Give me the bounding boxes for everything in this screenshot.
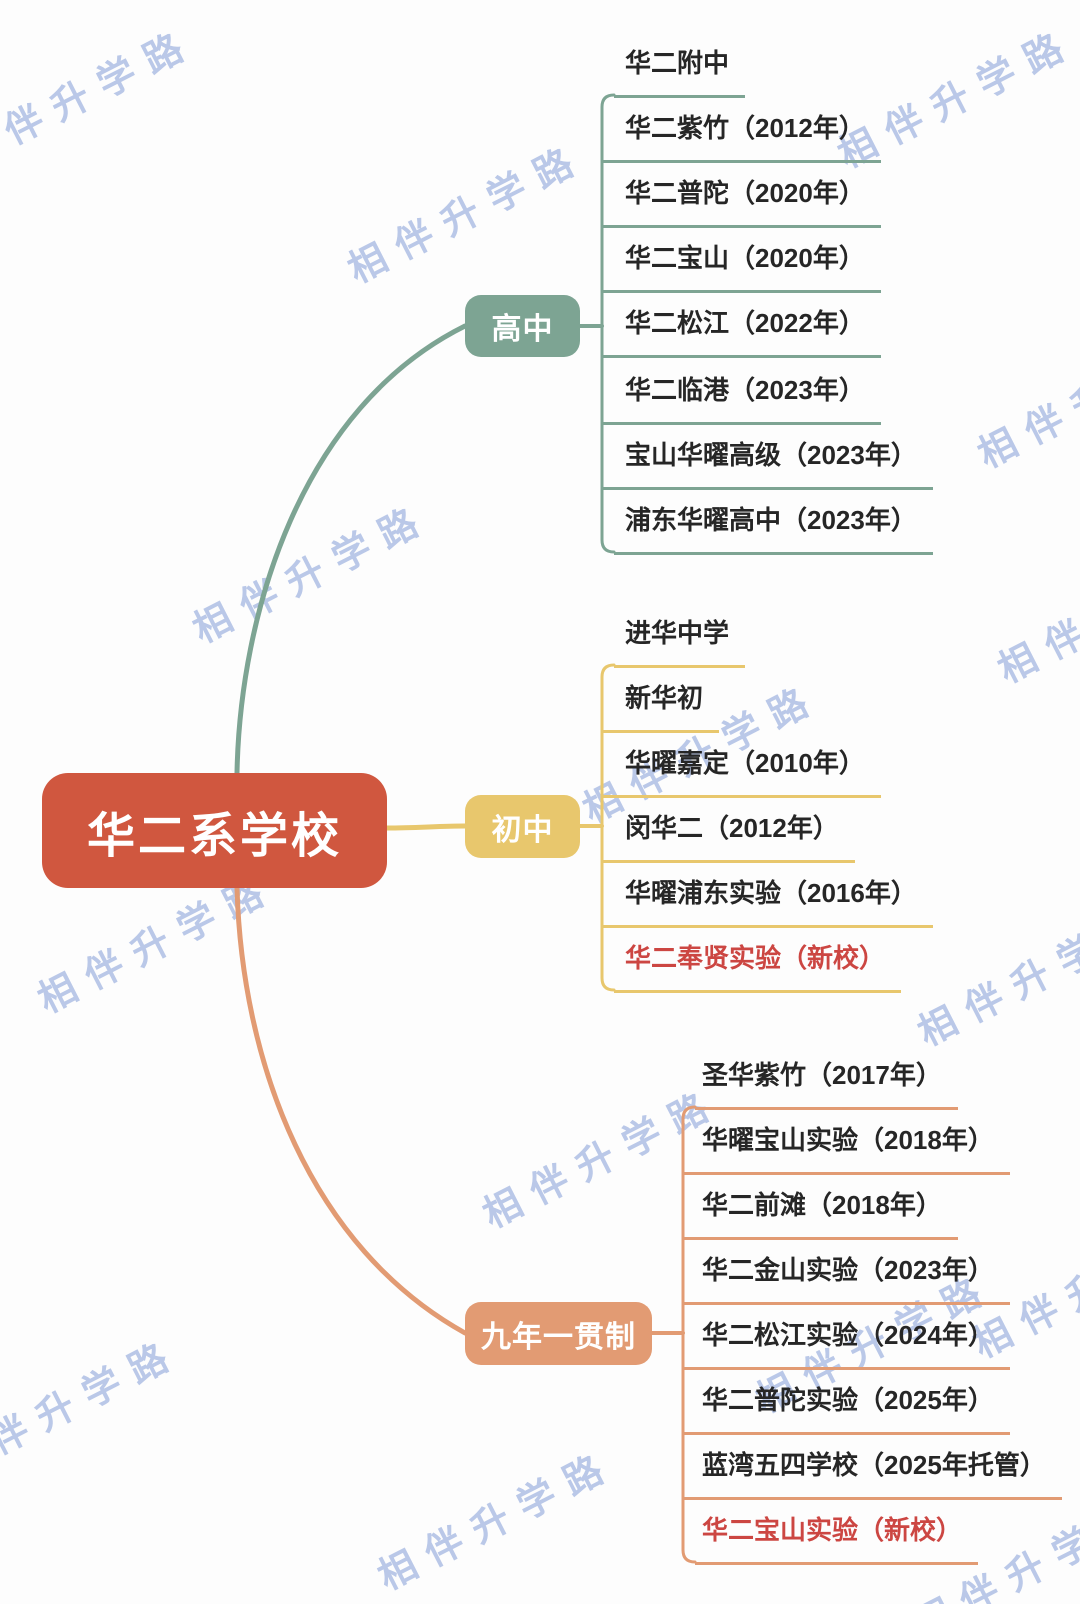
school-item: 华二松江实验（2024年）	[683, 1313, 1010, 1370]
school-item: 华二金山实验（2023年）	[683, 1248, 1010, 1305]
school-item: 华曜宝山实验（2018年）	[683, 1118, 1010, 1175]
spine-middle-school	[600, 663, 616, 992]
school-item: 圣华紫竹（2017年）	[695, 1053, 958, 1110]
branch-node-high-school: 高中	[465, 295, 580, 357]
school-item: 华二宝山（2020年）	[602, 236, 881, 293]
school-item: 华二普陀实验（2025年）	[683, 1378, 1010, 1435]
school-item: 华二附中	[614, 41, 746, 98]
school-item: 华二松江（2022年）	[602, 301, 881, 358]
spine-high-school	[600, 93, 616, 554]
edge-root-to-middle-school	[384, 823, 468, 831]
school-item: 华二前滩（2018年）	[683, 1183, 958, 1240]
branch-node-nine-year: 九年一贯制	[465, 1302, 652, 1365]
school-item: 华二宝山实验（新校）	[695, 1508, 979, 1565]
school-item: 闵华二（2012年）	[602, 806, 855, 863]
school-item: 蓝湾五四学校（2025年托管）	[683, 1443, 1062, 1500]
school-item: 华曜浦东实验（2016年）	[602, 871, 933, 928]
school-item: 华二临港（2023年）	[602, 368, 881, 425]
school-item: 华二紫竹（2012年）	[602, 106, 881, 163]
school-item: 新华初	[602, 676, 720, 733]
edge-root-to-nine-year	[234, 885, 468, 1336]
school-item: 进华中学	[614, 611, 746, 668]
root-node: 华二系学校	[42, 773, 387, 888]
school-item: 华二奉贤实验（新校）	[614, 936, 902, 993]
branch-node-middle-school: 初中	[465, 795, 580, 858]
spine-nine-year	[681, 1105, 697, 1564]
school-item: 华二普陀（2020年）	[602, 171, 881, 228]
school-item: 宝山华曜高级（2023年）	[602, 433, 933, 490]
school-item: 浦东华曜高中（2023年）	[614, 498, 933, 555]
school-item: 华曜嘉定（2010年）	[602, 741, 881, 798]
edge-root-to-high-school	[234, 323, 468, 776]
